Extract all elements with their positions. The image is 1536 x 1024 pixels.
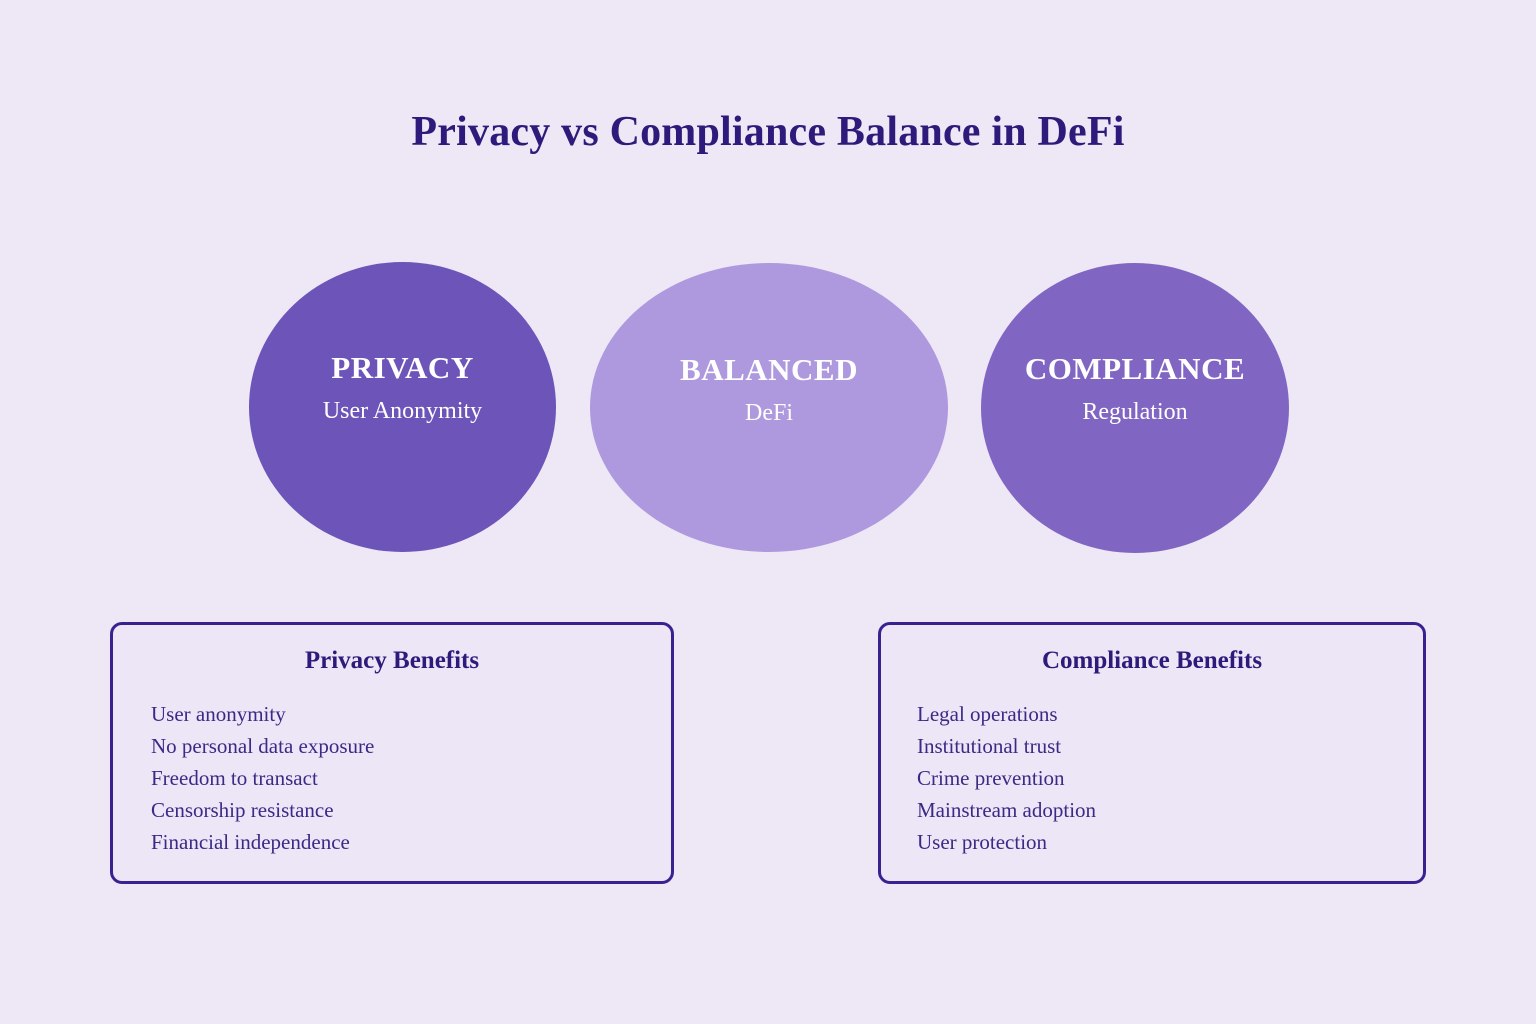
balanced-circle: BALANCED DeFi	[590, 263, 948, 552]
privacy-benefits-box: Privacy Benefits User anonymity No perso…	[110, 622, 674, 884]
privacy-circle: PRIVACY User Anonymity	[249, 262, 556, 552]
list-item: Crime prevention	[917, 766, 1065, 790]
list-item: Financial independence	[151, 830, 350, 854]
privacy-circle-subtitle: User Anonymity	[322, 397, 483, 424]
diagram-title: Privacy vs Compliance Balance in DeFi	[411, 109, 1125, 155]
list-item: Legal operations	[917, 702, 1058, 726]
compliance-benefits-box: Compliance Benefits Legal operations Ins…	[878, 622, 1426, 884]
list-item: Censorship resistance	[151, 798, 334, 822]
list-item: User anonymity	[151, 702, 286, 726]
list-item: Mainstream adoption	[917, 798, 1097, 822]
compliance-circle-subtitle: Regulation	[1082, 398, 1188, 425]
list-item: Freedom to transact	[151, 766, 318, 790]
list-item: User protection	[917, 830, 1048, 854]
privacy-benefits-title: Privacy Benefits	[304, 647, 480, 674]
list-item: No personal data exposure	[151, 734, 375, 758]
compliance-benefits-list: Legal operations Institutional trust Cri…	[917, 698, 1096, 858]
compliance-benefits-title: Compliance Benefits	[1041, 647, 1263, 674]
privacy-benefits-list: User anonymity No personal data exposure…	[151, 698, 374, 858]
compliance-circle-title: COMPLIANCE	[1024, 350, 1246, 386]
balanced-circle-subtitle: DeFi	[745, 400, 793, 426]
privacy-circle-title: PRIVACY	[331, 349, 474, 385]
compliance-circle: COMPLIANCE Regulation	[981, 263, 1289, 553]
list-item: Institutional trust	[917, 734, 1062, 758]
balanced-circle-title: BALANCED	[680, 352, 858, 387]
